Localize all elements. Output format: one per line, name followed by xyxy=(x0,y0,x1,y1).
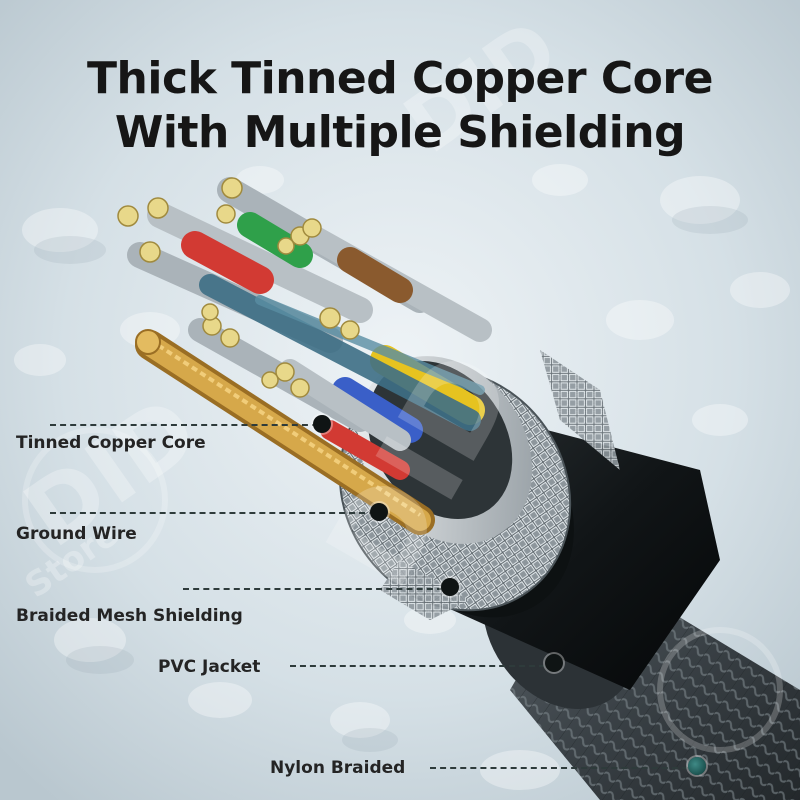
callout-label-braided-mesh-shielding: Braided Mesh Shielding xyxy=(16,606,243,626)
callout-label-nylon-braided: Nylon Braided xyxy=(270,758,406,778)
leader-line-nylon-braided xyxy=(430,767,688,769)
title-line-1: Thick Tinned Copper Core xyxy=(87,53,713,104)
callout-dot-pvc-jacket xyxy=(545,654,563,672)
watermark-art xyxy=(22,427,783,753)
leader-line-pvc-jacket xyxy=(290,665,545,667)
ground-wire-strand xyxy=(135,329,435,535)
page-title: Thick Tinned Copper Core With Multiple S… xyxy=(0,52,800,160)
callout-label-tinned-copper-core: Tinned Copper Core xyxy=(16,433,206,453)
callout-dot-braided-mesh-shielding xyxy=(441,578,459,596)
leader-line-tinned-copper-core xyxy=(50,424,318,426)
callout-dot-ground-wire xyxy=(370,503,388,521)
leader-line-ground-wire xyxy=(50,512,375,514)
callout-dot-nylon-braided xyxy=(688,757,706,775)
callout-label-ground-wire: Ground Wire xyxy=(16,524,137,544)
title-line-2: With Multiple Shielding xyxy=(114,107,686,158)
leader-line-braided-mesh-shielding xyxy=(183,588,443,590)
callout-dot-tinned-copper-core xyxy=(313,415,331,433)
inner-conductors xyxy=(117,177,492,480)
callout-label-pvc-jacket: PVC Jacket xyxy=(158,657,261,677)
